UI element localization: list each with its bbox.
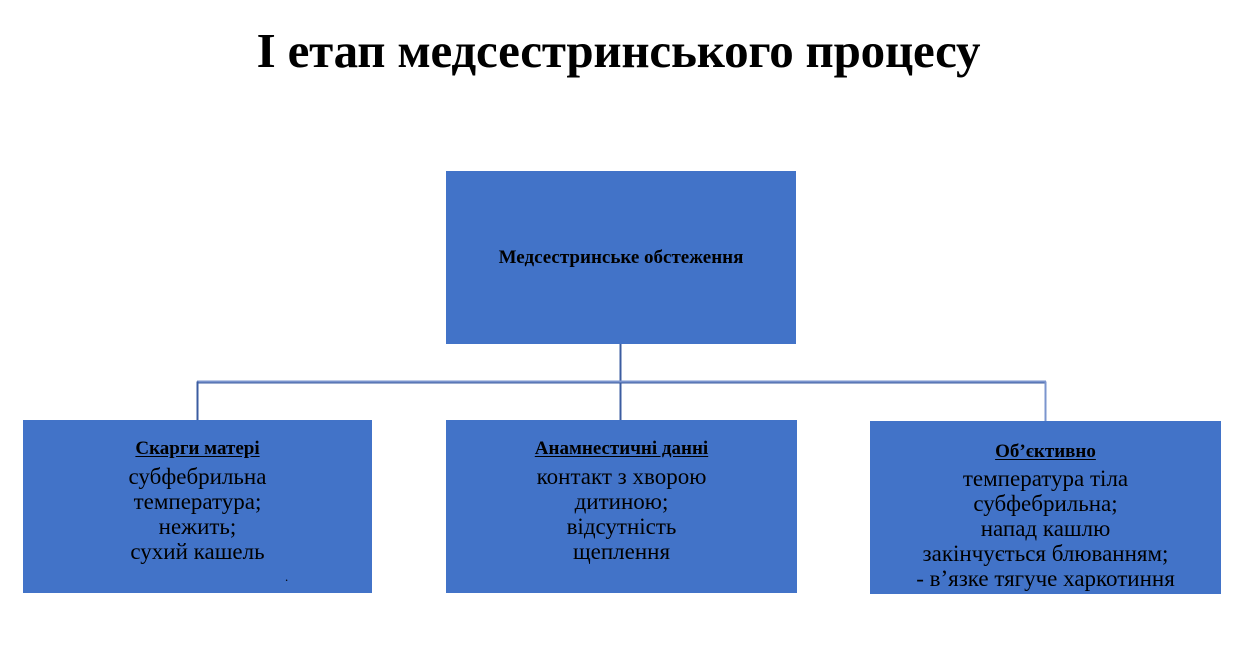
node-heading-anamnestic-data: Анамнестичні данні: [534, 438, 709, 459]
node-nursing-examination[interactable]: Медсестринське обстеження: [446, 171, 796, 344]
node-body-objective-findings: температура тіла субфебрильна; напад каш…: [916, 466, 1175, 591]
node-body-mother-complaints: субфебрильна температуpa; нежить; сухий …: [128, 464, 267, 564]
node-body-anamnestic-data: контакт з хворою дитиною; відсутність ще…: [536, 464, 707, 564]
node-anamnestic-data[interactable]: Анамнестичні данні контакт з хворою дити…: [446, 420, 797, 593]
node-heading-objective-findings: Об’єктивно: [995, 441, 1096, 462]
page-title: І етап медсестринського процесу: [256, 23, 981, 78]
node-objective-findings[interactable]: Об’єктивно температура тіла субфебрильна…: [870, 421, 1221, 594]
node-mother-complaints[interactable]: Скарги матері субфебрильна температуpa; …: [23, 420, 372, 593]
node-heading-mother-complaints: Скарги матері: [135, 438, 260, 459]
node-trailing-mark-mother-complaints: .: [285, 569, 289, 584]
node-heading-nursing-examination: Медсестринське обстеження: [498, 246, 744, 268]
